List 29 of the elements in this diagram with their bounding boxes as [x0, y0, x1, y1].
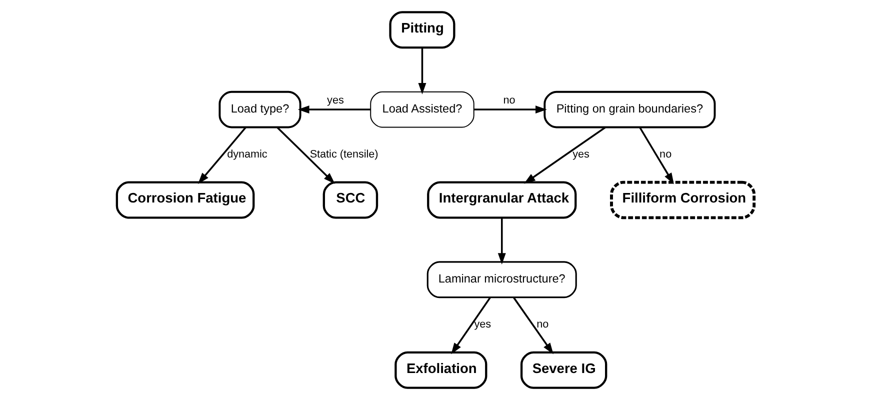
node-box: Filliform Corrosion	[610, 180, 756, 220]
arrow	[297, 106, 370, 114]
arrow	[418, 48, 426, 94]
edge-label: yes	[326, 94, 344, 106]
arrow	[497, 218, 506, 265]
node-box: Pitting on grain boundaries?	[543, 90, 716, 128]
node-box: Pitting	[388, 11, 455, 49]
node-box: Intergranular Attack	[426, 181, 576, 219]
arrow	[512, 297, 553, 354]
edge-label: dynamic	[226, 148, 267, 161]
edge-label: no	[536, 318, 548, 331]
edge-label: no	[659, 148, 672, 161]
node-box: Laminar microstructure?	[426, 261, 576, 298]
edge-label: yes	[474, 318, 491, 331]
arrow	[474, 106, 546, 114]
edge-label: no	[502, 94, 515, 106]
edge-label: Static (tensile)	[309, 148, 378, 161]
arrow	[197, 127, 246, 184]
arrow	[523, 126, 606, 184]
node-box: Corrosion Fatigue	[115, 181, 254, 219]
node-box: Load Assisted?	[370, 91, 474, 128]
arrow	[276, 126, 334, 184]
node-box: SCC	[322, 181, 378, 219]
node-box: Load type?	[218, 90, 301, 128]
node-box: Exfoliation	[394, 351, 487, 389]
arrow	[450, 297, 490, 354]
arrow	[638, 127, 674, 184]
node-box: Severe IG	[520, 351, 607, 389]
edge-label: yes	[572, 148, 589, 161]
